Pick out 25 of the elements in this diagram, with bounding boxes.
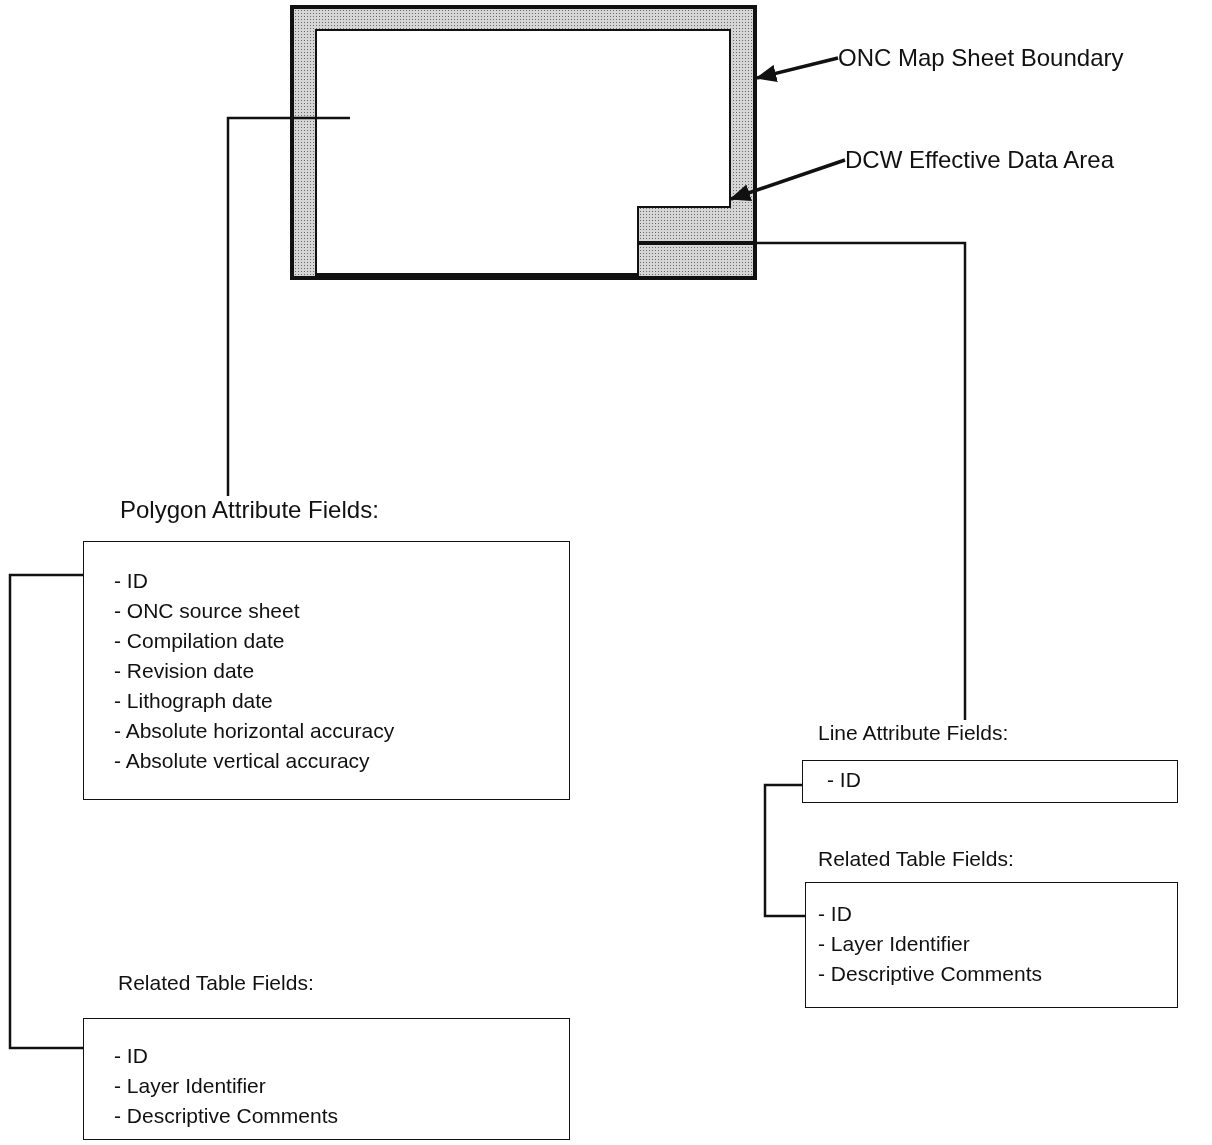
table-heading: Line Attribute Fields: (818, 720, 1010, 746)
callout-label: ONC Map Sheet Boundary (838, 44, 1124, 72)
field-item: - Revision date (114, 658, 256, 684)
map-sheet-boundary (290, 5, 757, 280)
connector-line (8, 573, 83, 1050)
field-item: - Layer Identifier (114, 1073, 267, 1099)
field-item: - Absolute vertical accuracy (114, 748, 371, 774)
field-item: - Lithograph date (114, 688, 274, 714)
field-item: - ID (818, 901, 853, 927)
field-item: - Descriptive Comments (114, 1103, 340, 1129)
field-item: - ID (114, 568, 149, 594)
line-feature (638, 241, 753, 245)
field-item: - ONC source sheet (114, 598, 301, 624)
field-item: - Compilation date (114, 628, 286, 654)
connector-line (226, 116, 350, 496)
callout-label: DCW Effective Data Area (845, 146, 1114, 174)
field-item: - Descriptive Comments (818, 961, 1044, 987)
table-heading: Related Table Fields: (818, 846, 1015, 872)
field-item: - ID (827, 767, 862, 793)
field-item: - ID (114, 1043, 149, 1069)
field-item: - Layer Identifier (818, 931, 971, 957)
field-item: - Absolute horizontal accuracy (114, 718, 396, 744)
connector-line (763, 783, 805, 918)
table-heading: Polygon Attribute Fields: (120, 496, 380, 525)
table-heading: Related Table Fields: (118, 970, 315, 996)
